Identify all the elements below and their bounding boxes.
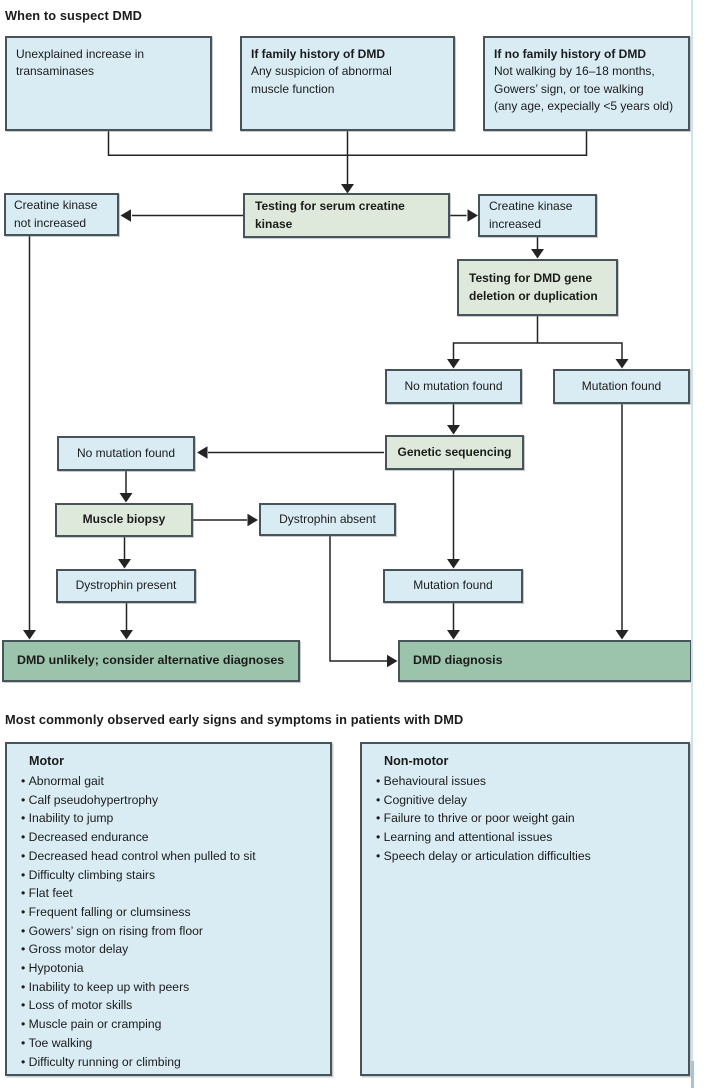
box-no-family-history-title: If no family history of DMD (494, 47, 647, 61)
box-dmd-diagnosis: DMD diagnosis (398, 640, 692, 682)
non-motor-symptoms-list: Behavioural issuesCognitive delayFailure… (376, 772, 680, 866)
box-no-mutation-found-left-text: No mutation found (76, 445, 176, 460)
symptom-item: Toe walking (21, 1034, 322, 1053)
symptom-item: Abnormal gait (21, 772, 322, 791)
symptom-item: Decreased endurance (21, 828, 322, 847)
box-no-family-history-body: Not walking by 16–18 months, Gowers’ sig… (494, 64, 674, 113)
box-muscle-biopsy-text: Muscle biopsy (82, 512, 166, 527)
box-dystrophin-present: Dystrophin present (56, 569, 196, 603)
box-dystrophin-present-text: Dystrophin present (75, 578, 177, 593)
box-no-family-history: If no family history of DMD Not walking … (483, 36, 690, 131)
symptom-item: Muscle pain or cramping (21, 1015, 322, 1034)
box-no-mutation-found-upper-text: No mutation found (404, 378, 503, 393)
symptom-item: Inability to keep up with peers (21, 978, 322, 997)
symptom-item: Gross motor delay (21, 940, 322, 959)
motor-symptoms-box: Motor Abnormal gaitCalf pseudohypertroph… (5, 742, 332, 1076)
box-creatine-kinase-not-increased-text: Creatine kinase not increased (14, 198, 98, 230)
symptom-item: Flat feet (21, 884, 322, 903)
box-dystrophin-absent-text: Dystrophin absent (279, 511, 376, 526)
box-transaminases-text: Unexplained increase in transaminases (16, 47, 145, 79)
symptom-item: Difficulty running or climbing (21, 1053, 322, 1072)
symptom-item: Loss of motor skills (21, 996, 322, 1015)
non-motor-symptoms-title: Non-motor (384, 754, 449, 768)
box-testing-serum-creatine-kinase-text: Testing for serum creatine kinase (255, 199, 405, 231)
box-mutation-found-lower-text: Mutation found (413, 578, 493, 593)
box-dystrophin-absent: Dystrophin absent (259, 503, 396, 536)
box-genetic-sequencing-text: Genetic sequencing (397, 444, 512, 459)
box-genetic-sequencing: Genetic sequencing (385, 435, 524, 470)
box-dmd-diagnosis-text: DMD diagnosis (413, 653, 503, 668)
box-testing-dmd-gene-deletion-text: Testing for DMD gene deletion or duplica… (469, 271, 598, 303)
box-no-mutation-found-upper: No mutation found (385, 369, 522, 404)
box-transaminases: Unexplained increase in transaminases (5, 36, 212, 131)
box-dmd-unlikely-text: DMD unlikely; consider alternative diagn… (17, 653, 285, 668)
symptom-item: Gowers’ sign on rising from floor (21, 922, 322, 941)
box-mutation-found-lower: Mutation found (383, 569, 523, 603)
box-muscle-biopsy: Muscle biopsy (55, 503, 193, 537)
symptom-item: Learning and attentional issues (376, 828, 680, 847)
symptom-item: Hypotonia (21, 959, 322, 978)
symptom-item: Frequent falling or clumsiness (21, 903, 322, 922)
symptom-item: Calf pseudohypertrophy (21, 791, 322, 810)
non-motor-symptoms-box: Non-motor Behavioural issuesCognitive de… (360, 742, 690, 1076)
page-edge-mark (691, 1061, 694, 1088)
motor-symptoms-title: Motor (29, 754, 64, 768)
symptom-item: Decreased head control when pulled to si… (21, 847, 322, 866)
box-family-history-body: Any suspicion of abnormal muscle functio… (251, 64, 392, 96)
box-mutation-found-upper-text: Mutation found (581, 378, 662, 393)
symptom-item: Cognitive delay (376, 791, 680, 810)
page-edge-line (691, 0, 693, 1088)
box-dmd-unlikely: DMD unlikely; consider alternative diagn… (2, 640, 300, 682)
box-family-history: If family history of DMD Any suspicion o… (240, 36, 455, 131)
box-testing-serum-creatine-kinase: Testing for serum creatine kinase (243, 193, 450, 238)
motor-symptoms-list: Abnormal gaitCalf pseudohypertrophyInabi… (21, 772, 322, 1071)
box-testing-dmd-gene-deletion: Testing for DMD gene deletion or duplica… (457, 259, 618, 316)
symptom-item: Failure to thrive or poor weight gain (376, 809, 680, 828)
box-creatine-kinase-increased: Creatine kinase increased (478, 194, 597, 237)
symptom-item: Behavioural issues (376, 772, 680, 791)
box-no-mutation-found-left: No mutation found (57, 436, 195, 471)
box-creatine-kinase-increased-text: Creatine kinase increased (489, 199, 573, 231)
box-family-history-title: If family history of DMD (251, 47, 386, 61)
flowchart-title: When to suspect DMD (5, 8, 142, 23)
symptom-item: Inability to jump (21, 809, 322, 828)
symptoms-heading: Most commonly observed early signs and s… (5, 712, 464, 727)
symptom-item: Speech delay or articulation difficultie… (376, 847, 680, 866)
symptom-item: Difficulty climbing stairs (21, 866, 322, 885)
box-mutation-found-upper: Mutation found (553, 369, 690, 404)
box-creatine-kinase-not-increased: Creatine kinase not increased (4, 193, 119, 236)
